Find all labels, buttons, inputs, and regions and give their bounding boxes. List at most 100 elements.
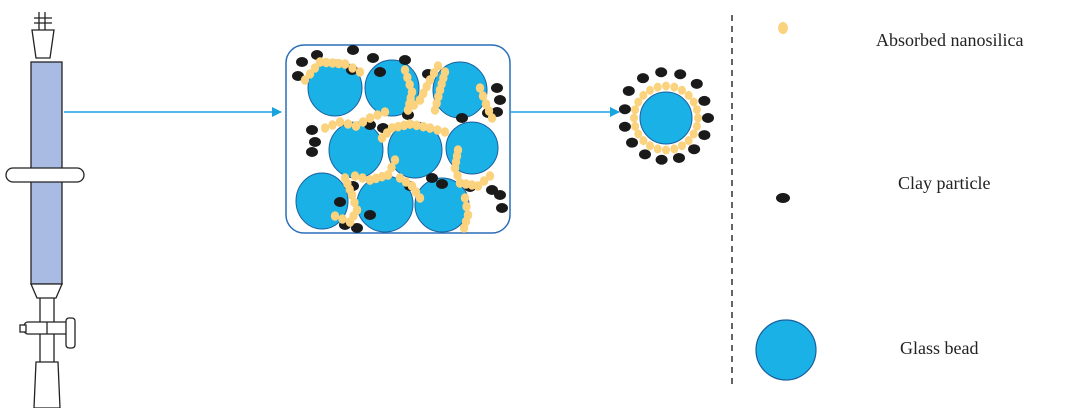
nanosilica-particle [347, 190, 357, 200]
clay-particle [672, 152, 685, 163]
nanosilica-particle [694, 113, 702, 123]
nanosilica-particle [340, 59, 350, 69]
clay-particle-icon [776, 193, 790, 203]
chromatography-column [5, 12, 85, 408]
clay-particle [626, 137, 639, 148]
nanosilica-particle [380, 107, 390, 117]
nanosilica-particle [328, 120, 337, 130]
nanosilica-particle [425, 123, 435, 133]
nanosilica-particle [373, 110, 382, 120]
nanosilica-particle [409, 100, 419, 110]
nanosilica-particle [689, 97, 698, 107]
nanosilica-particle [639, 90, 648, 100]
clay-particle [622, 85, 635, 96]
nanosilica-particle [460, 193, 470, 203]
nanosilica-particle [631, 105, 640, 115]
clay-particle [296, 57, 308, 67]
nanosilica-particle [646, 141, 654, 151]
clay-particle [688, 144, 701, 155]
nanosilica-particle [358, 173, 367, 183]
nanosilica-particle [479, 176, 489, 186]
nanosilica-particle [365, 175, 375, 185]
nanosilica-particle [338, 214, 347, 224]
clay-particle [494, 190, 506, 200]
clay-particle [496, 203, 508, 213]
clay-particle [456, 113, 468, 123]
nanosilica-particle [678, 141, 686, 151]
nanosilica-particle [365, 113, 375, 123]
clay-particle [637, 73, 649, 84]
clay-particle [309, 137, 321, 147]
nanosilica-particle [320, 123, 330, 133]
nanosilica-particle [670, 82, 679, 92]
nanosilica-particle [330, 211, 340, 221]
clay-particle [306, 125, 318, 135]
nanosilica-particle [692, 121, 701, 131]
coated-glass-bead [618, 67, 714, 165]
nanosilica-particle [662, 145, 670, 155]
nanosilica-particle [631, 121, 640, 131]
clay-particle [347, 45, 359, 55]
nanosilica-particle [345, 217, 355, 227]
nanosilica-particle [310, 63, 320, 73]
nanosilica-particle [322, 57, 331, 68]
clay-particle [374, 67, 386, 77]
nanosilica-particle [350, 171, 360, 181]
nanosilica-particle [475, 83, 485, 93]
nanosilica-particle [425, 75, 435, 85]
nanosilica-particle [387, 162, 396, 173]
nanosilica-particle [335, 117, 345, 127]
nanosilica-particle [634, 129, 643, 139]
clay-particle [364, 210, 376, 220]
clay-particle [698, 130, 711, 141]
clay-particle [655, 154, 668, 165]
nanosilica-particle [400, 65, 410, 75]
nanosilica-particle [429, 68, 439, 78]
nanosilica-particle [415, 193, 425, 203]
nanosilica-particle [433, 125, 442, 135]
clay-particle [698, 95, 711, 106]
nanosilica-particle [662, 81, 670, 91]
nanosilica-particle [351, 121, 361, 131]
clay-particle [426, 173, 438, 183]
nanosilica-particle [653, 144, 662, 154]
nanosilica-particle [300, 75, 310, 85]
clay-particle [618, 121, 631, 132]
nanosilica-particle [348, 63, 357, 73]
nanosilica-particle [334, 58, 343, 69]
nanosilica-particle [487, 113, 497, 123]
clay-particle [436, 179, 448, 189]
nanosilica-particle [433, 61, 443, 71]
nanosilica-particle [350, 197, 359, 208]
clay-particle [306, 147, 318, 157]
clay-particle [367, 53, 379, 63]
nanosilica-particle [646, 85, 654, 95]
nanosilica-particle [485, 171, 495, 181]
clay-particle [399, 55, 411, 65]
glass-bead-icon [755, 319, 817, 381]
clay-particle [292, 71, 304, 81]
nanosilica-particle [630, 113, 638, 123]
glass-bead [639, 91, 693, 145]
clay-particle [674, 69, 687, 80]
clay-particle [494, 95, 506, 105]
nanosilica-particle [684, 90, 693, 100]
clay-particle [491, 83, 503, 93]
nanosilica-particle [305, 69, 315, 79]
nanosilica-particle [403, 105, 413, 115]
clay-particle [618, 104, 631, 115]
nanosilica-particle [639, 136, 648, 146]
column-clamp [5, 167, 85, 183]
nanosilica-particle [405, 79, 414, 90]
nanosilica-particle [419, 121, 428, 132]
nanosilica-particle [478, 91, 488, 101]
nanosilica-particle [440, 127, 450, 137]
nanosilica-particle [405, 119, 415, 129]
clay-particle [351, 223, 363, 233]
nanosilica-particle [653, 82, 662, 92]
clay-particle [639, 149, 651, 160]
nanosilica-particle [328, 58, 337, 68]
nanosilica-particle [453, 170, 462, 181]
nanosilica-particle [459, 223, 469, 233]
